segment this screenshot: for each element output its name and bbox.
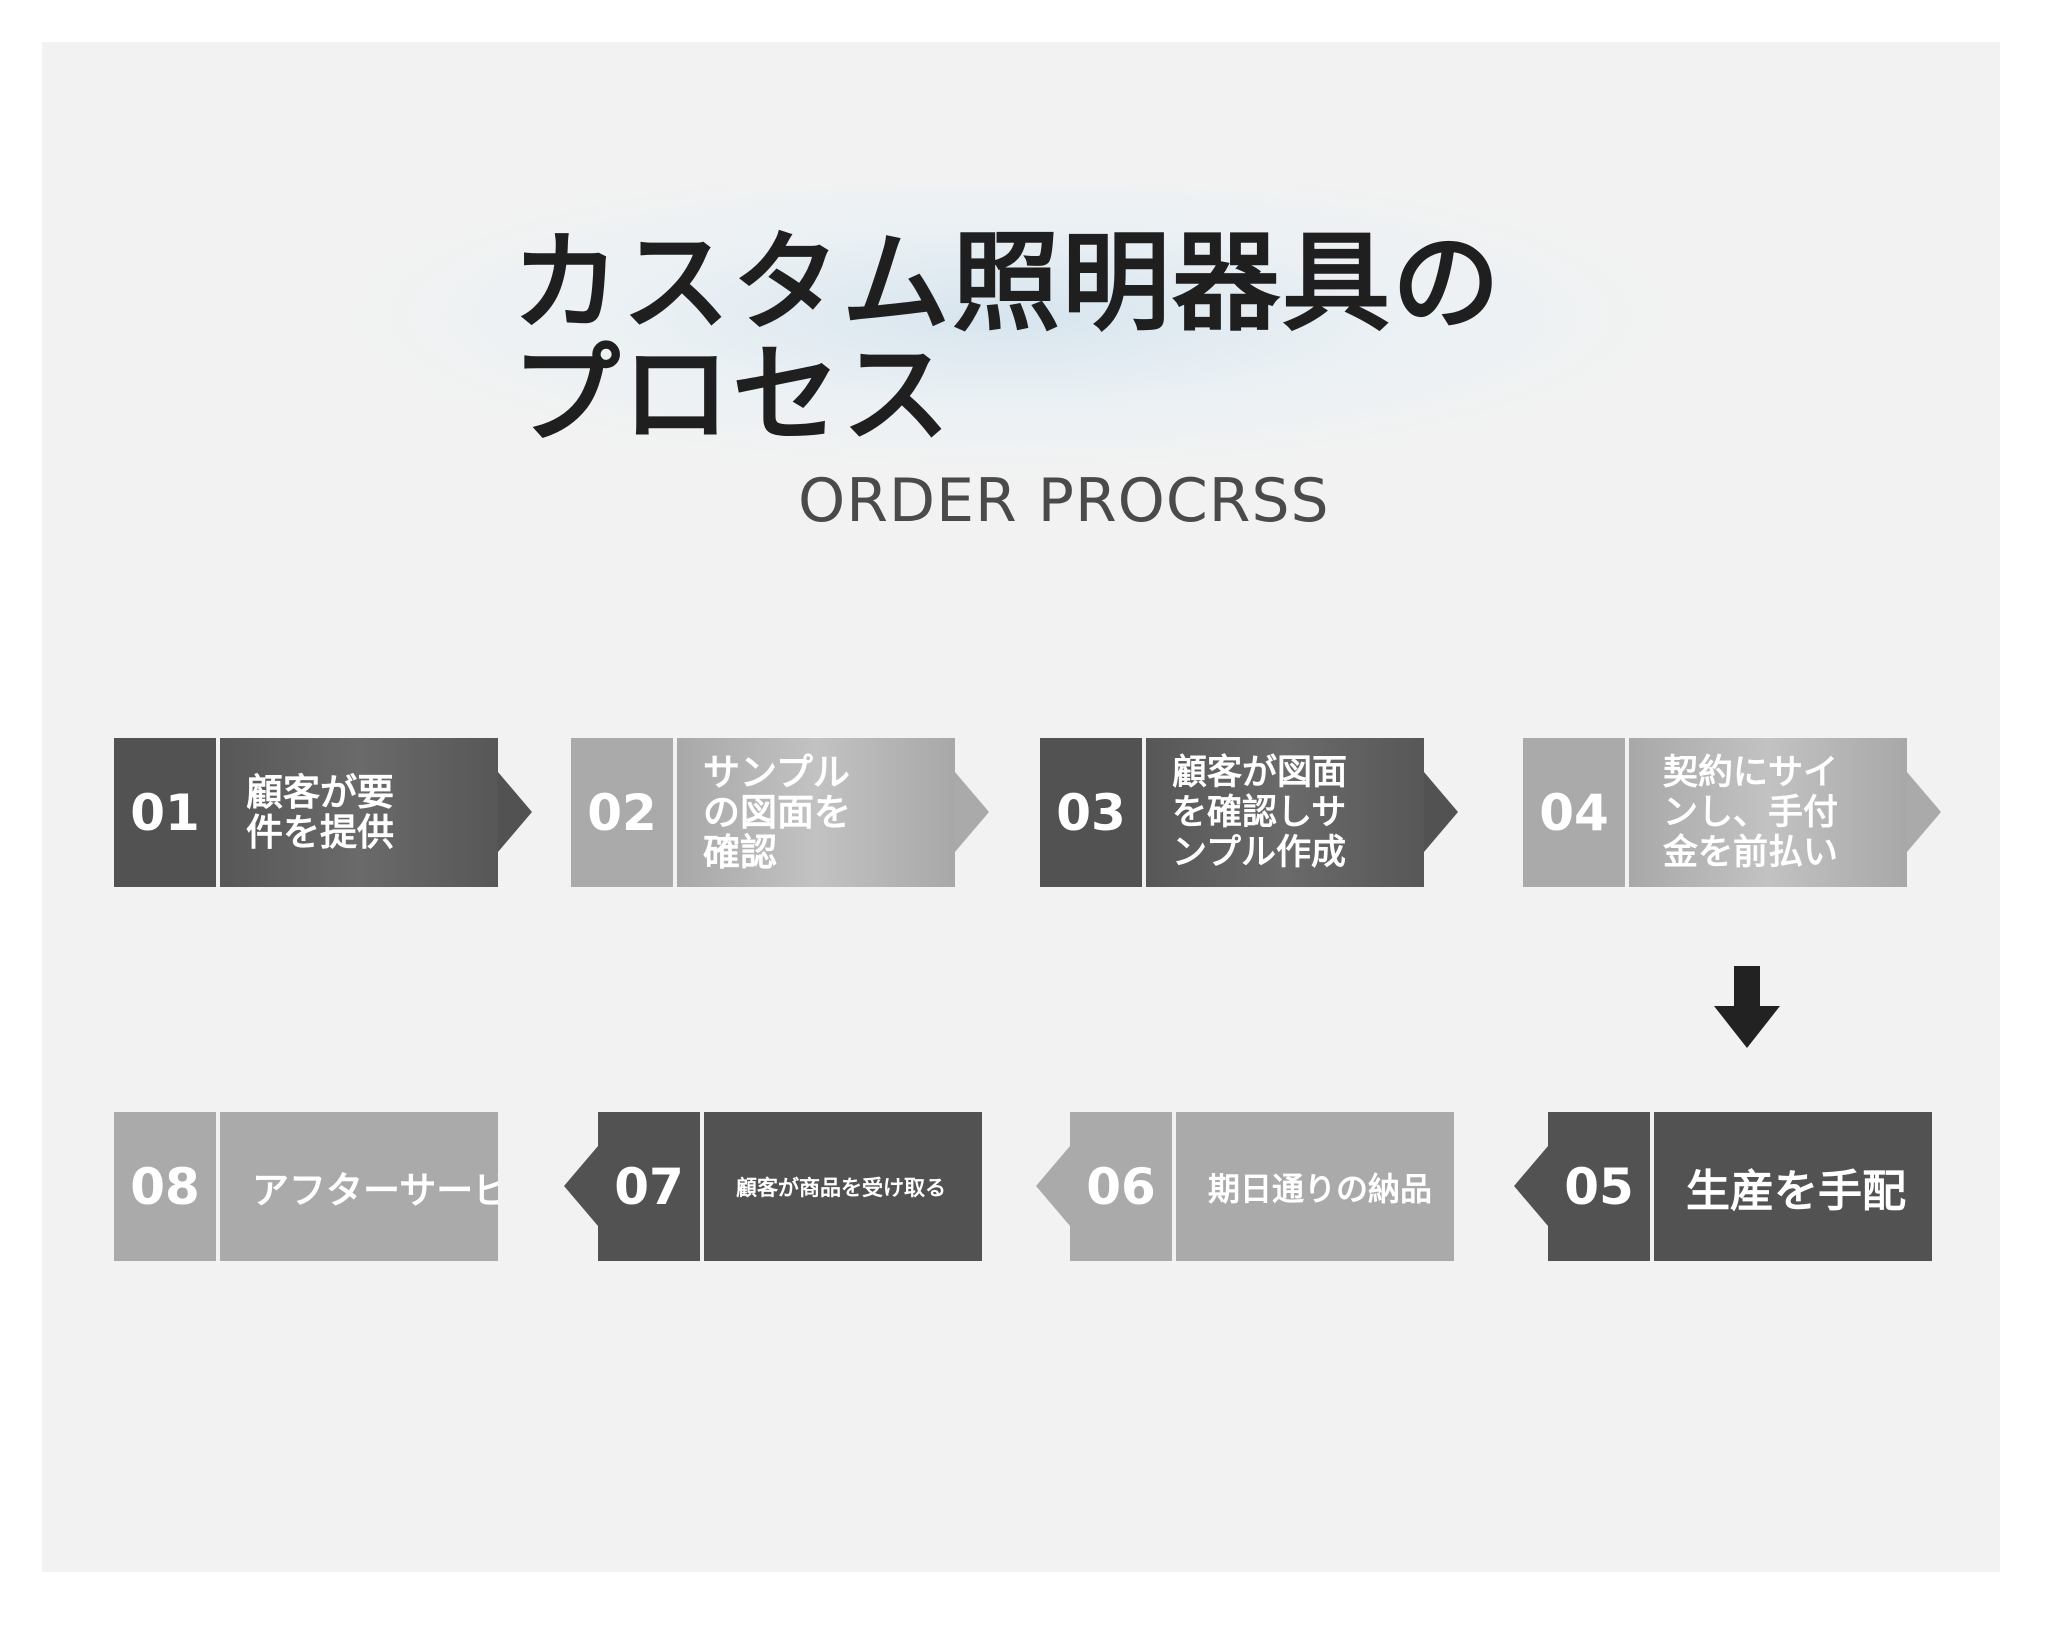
step-divider xyxy=(1142,738,1146,887)
step-divider xyxy=(700,1112,704,1261)
step-label: 顧客が図面 を確認しサ ンプル作成 xyxy=(1146,738,1424,887)
arrow-right-icon xyxy=(1424,772,1458,852)
step-label: 顧客が商品を受け取る xyxy=(704,1112,982,1261)
step-04: 04 契約にサイ ンし、手付 金を前払い xyxy=(1523,738,1941,887)
step-text: 期日通りの納品 xyxy=(1208,1169,1433,1208)
step-03: 03 顧客が図面 を確認しサ ンプル作成 xyxy=(1040,738,1458,887)
step-08: 08 アフターサービ xyxy=(114,1112,498,1261)
step-number: 07 xyxy=(598,1112,700,1261)
step-divider xyxy=(1650,1112,1654,1261)
step-text: 契約にサイ ンし、手付 金を前払い xyxy=(1663,752,1839,873)
step-divider xyxy=(216,738,220,887)
step-label: 生産を手配 xyxy=(1654,1112,1932,1261)
step-number: 04 xyxy=(1523,738,1625,887)
step-label: 顧客が要 件を提供 xyxy=(220,738,498,887)
step-divider xyxy=(1172,1112,1176,1261)
step-number: 06 xyxy=(1070,1112,1172,1261)
step-divider xyxy=(1625,738,1629,887)
page-subtitle: ORDER PROCRSS xyxy=(798,466,1330,536)
arrow-right-icon xyxy=(1907,772,1941,852)
arrow-right-icon xyxy=(955,772,989,852)
title-line-2: プロセス xyxy=(512,333,953,458)
step-text: サンプル の図面を 確認 xyxy=(703,750,851,874)
step-divider xyxy=(216,1112,220,1261)
title-line-1: カスタム照明器具の xyxy=(512,221,1503,346)
step-label: 期日通りの納品 xyxy=(1176,1112,1454,1261)
arrow-right-icon xyxy=(498,772,532,852)
step-05: 05 生産を手配 xyxy=(1514,1112,1932,1261)
arrow-down-icon xyxy=(1714,966,1780,1048)
step-text: 顧客が要 件を提供 xyxy=(246,770,394,854)
step-label: サンプル の図面を 確認 xyxy=(677,738,955,887)
step-number: 08 xyxy=(114,1112,216,1261)
step-text: 顧客が図面 を確認しサ ンプル作成 xyxy=(1172,752,1348,873)
step-02: 02 サンプル の図面を 確認 xyxy=(571,738,989,887)
step-text: 生産を手配 xyxy=(1686,1165,1906,1217)
step-label: アフターサービ xyxy=(220,1112,498,1261)
step-07: 07 顧客が商品を受け取る xyxy=(564,1112,982,1261)
step-number: 01 xyxy=(114,738,216,887)
step-divider xyxy=(673,738,677,887)
step-number: 02 xyxy=(571,738,673,887)
step-06: 06 期日通りの納品 xyxy=(1036,1112,1454,1261)
step-01: 01 顧客が要 件を提供 xyxy=(114,738,532,887)
title-glow xyxy=(340,185,1680,475)
step-text: 顧客が商品を受け取る xyxy=(736,1175,946,1200)
page-title: カスタム照明器具の プロセス xyxy=(512,228,1612,452)
arrow-left-icon xyxy=(564,1146,598,1226)
step-number: 05 xyxy=(1548,1112,1650,1261)
arrow-left-icon xyxy=(1036,1146,1070,1226)
step-text: アフターサービ xyxy=(252,1168,498,1212)
step-number: 03 xyxy=(1040,738,1142,887)
arrow-left-icon xyxy=(1514,1146,1548,1226)
step-label: 契約にサイ ンし、手付 金を前払い xyxy=(1629,738,1907,887)
